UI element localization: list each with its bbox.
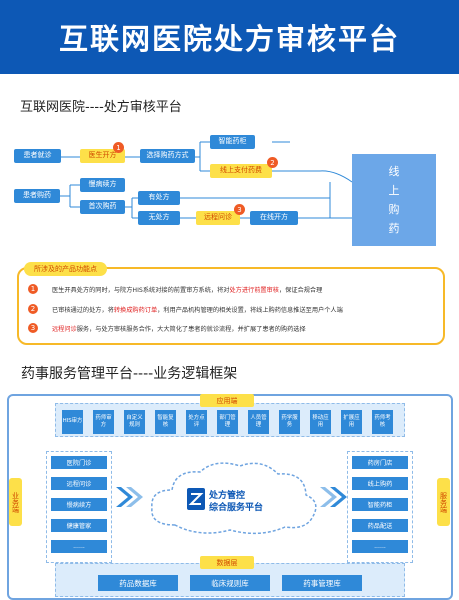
business-item: 远程问诊 <box>51 477 107 490</box>
data-tile: 药品数据库 <box>98 575 178 591</box>
cloud-shape <box>151 462 317 535</box>
function-highlight: 处方进行前置审核 <box>229 286 279 294</box>
service-item: 药房门店 <box>352 456 408 469</box>
center-title-line1: 处方管控 <box>209 491 246 501</box>
service-side-label: 服务端 <box>437 478 450 526</box>
business-item: ...... <box>51 540 107 553</box>
function-text: 已审核通过的处方，将 <box>52 306 114 314</box>
function-text: ，保证合规合理 <box>278 286 323 294</box>
function-points-panel <box>17 267 445 345</box>
platform-logo-icon <box>187 488 205 510</box>
business-item: 健康管家 <box>51 519 107 532</box>
app-tile: 处方点评 <box>186 410 207 434</box>
online-purchase-char: 上 <box>388 184 400 197</box>
app-tile: 药学服务 <box>279 410 300 434</box>
banner-title: 互联网医院处方审核平台 <box>58 22 400 56</box>
has-prescription-box: 有处方 <box>138 191 180 205</box>
chronic-refill-box: 慢病续方 <box>80 178 125 192</box>
data-layer-label: 数据层 <box>200 556 254 569</box>
online-purchase-char: 药 <box>388 222 400 235</box>
chevron-right-icon <box>330 487 347 507</box>
data-tile: 临床规则库 <box>190 575 270 591</box>
service-item: 药品配送 <box>352 519 408 532</box>
no-prescription-box: 无处方 <box>138 211 180 225</box>
app-tile: 药师考核 <box>372 410 393 434</box>
online-purchase-char: 线 <box>388 165 400 178</box>
business-item: 慢病续方 <box>51 498 107 511</box>
function-text: 医生开具处方的同时，与院方HIS系统对接的前置审方系统，将对 <box>52 286 230 294</box>
app-tile: 人员管理 <box>248 410 269 434</box>
function-highlight: 转换成购药订单 <box>113 306 158 314</box>
online-prescribe-box: 在线开方 <box>250 211 298 225</box>
service-item: 智能药柜 <box>352 498 408 511</box>
service-item: 线上购药 <box>352 477 408 490</box>
function-text: 服务，与处方审核服务合作，大大简化了患者的就诊流程，并扩展了患者的购药选择 <box>76 325 306 333</box>
app-tile: 药师审方 <box>93 410 114 434</box>
business-item: 医院门诊 <box>51 456 107 469</box>
patient-visit-box: 患者就诊 <box>14 149 61 163</box>
function-points-tag: 所涉及的产品功能点 <box>24 262 107 276</box>
function-text: ，利用产品机构管理的相关设置，将线上购药信息推送至用户个人端 <box>157 306 343 314</box>
business-side-label: 业务端 <box>9 478 22 526</box>
app-tile: 扩展应用 <box>341 410 362 434</box>
first-visit-box: 首次购药 <box>80 200 125 214</box>
function-number: 3 <box>28 323 38 333</box>
online-payment-box: 线上支付药费 <box>210 164 272 178</box>
function-row: 3 远程问诊服务，与处方审核服务合作，大大简化了患者的就诊流程，并扩展了患者的购… <box>28 323 306 333</box>
chevron-right-icon <box>126 487 143 507</box>
application-layer-label: 应用端 <box>200 394 254 407</box>
badge-3: 3 <box>234 204 245 215</box>
app-tile: HIS审方 <box>62 410 83 434</box>
app-tile: 部门管理 <box>217 410 238 434</box>
function-row: 1 医生开具处方的同时，与院方HIS系统对接的前置审方系统，将对处方进行前置审核… <box>28 284 322 294</box>
section-title-prescription-review: 互联网医院----处方审核平台 <box>20 100 182 115</box>
online-purchase-box: 线 上 购 药 <box>352 154 436 246</box>
remote-consult-box: 远程问诊 <box>196 211 240 225</box>
choose-purchase-box: 选择购药方式 <box>140 149 195 163</box>
patient-purchase-box: 患者购药 <box>14 189 60 203</box>
chevron-right-icon <box>116 487 133 507</box>
service-item: ...... <box>352 540 408 553</box>
smart-cabinet-box: 智能药柜 <box>210 135 255 149</box>
function-row: 2 已审核通过的处方，将转换成购药订单，利用产品机构管理的相关设置，将线上购药信… <box>28 304 343 314</box>
badge-1: 1 <box>113 142 124 153</box>
section-title-service-framework: 药事服务管理平台----业务逻辑框架 <box>21 366 238 382</box>
function-number: 1 <box>28 284 38 294</box>
chevron-right-icon <box>320 487 337 507</box>
app-tile: 智能复核 <box>155 410 176 434</box>
function-highlight: 远程问诊 <box>52 325 77 333</box>
badge-2: 2 <box>267 157 278 168</box>
doctor-prescribe-box: 医生开方 <box>80 149 125 163</box>
data-tile: 药事管理库 <box>282 575 362 591</box>
header-banner: 互联网医院处方审核平台 <box>0 0 459 74</box>
online-purchase-char: 购 <box>388 203 400 216</box>
app-tile: 自定义规则 <box>124 410 145 434</box>
app-tile: 移动应用 <box>310 410 331 434</box>
function-number: 2 <box>28 304 38 314</box>
center-title-line2: 综合服务平台 <box>209 503 264 513</box>
framework-graphics <box>116 462 347 535</box>
flow-connectors <box>60 141 353 219</box>
